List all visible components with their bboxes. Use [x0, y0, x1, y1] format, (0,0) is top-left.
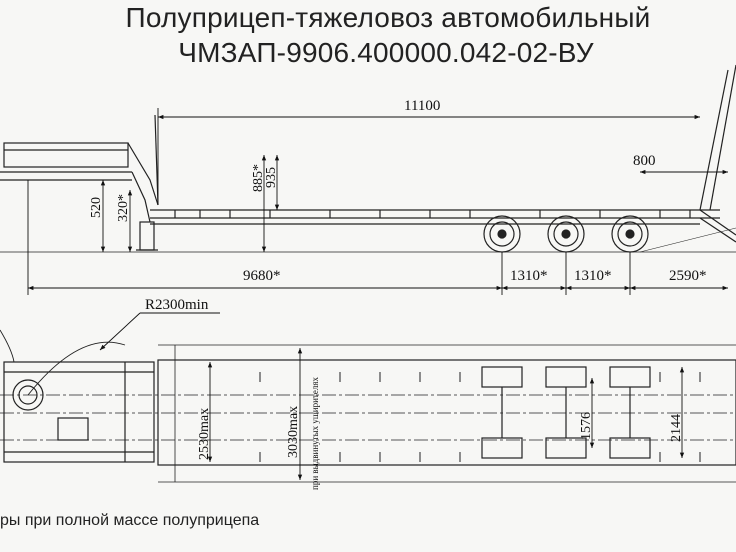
label-2530: 2530max	[197, 408, 212, 460]
deck-stakes	[174, 210, 691, 218]
top-dim-labels: R2300min 2530max 3030max при выдвинутых …	[145, 297, 684, 490]
label-320: 320*	[116, 194, 131, 222]
label-axle2: 1310*	[574, 268, 612, 284]
label-800: 800	[633, 153, 656, 169]
label-2144: 2144	[669, 414, 684, 442]
title-line-2: ЧМЗАП-9906.400000.042-02-ВУ	[178, 37, 594, 68]
label-rear: 2590*	[669, 268, 707, 284]
label-885: 885*	[251, 164, 266, 192]
gooseneck-deck	[3, 142, 129, 168]
side-dim-labels: 11100 800 885* 935 520 320* 9680* 1310* …	[89, 98, 707, 284]
label-520: 520	[89, 197, 104, 218]
label-axle1: 1310*	[510, 268, 548, 284]
rear-ramp	[699, 209, 736, 236]
deck-top-view	[157, 359, 736, 466]
title-line-1: Полуприцеп-тяжеловоз автомобильный	[125, 2, 651, 33]
wheelset-top-3	[609, 366, 651, 459]
wheel-axle-3	[611, 215, 649, 253]
label-11100: 11100	[404, 98, 440, 114]
side-dimensions	[27, 108, 728, 295]
label-9680: 9680*	[243, 268, 281, 284]
gooseneck-neck	[127, 142, 159, 206]
label-1576: 1576	[579, 412, 594, 440]
label-3030-note: при выдвинутых уширителях	[310, 377, 320, 490]
label-radius: R2300min	[145, 297, 209, 313]
top-view	[0, 329, 736, 483]
gooseneck-platform-top	[3, 361, 155, 463]
wheelset-top-2	[545, 366, 587, 459]
wheel-axle-1	[483, 215, 521, 253]
label-935: 935	[264, 167, 279, 188]
footer-note: ры при полной массе полуприцепа	[0, 512, 260, 529]
label-3030: 3030max	[286, 406, 301, 458]
wheel-axle-2	[547, 215, 585, 253]
wheelset-top-1	[481, 366, 523, 459]
landing-gear	[139, 221, 155, 251]
top-dimensions	[99, 312, 685, 480]
side-view	[0, 64, 736, 253]
